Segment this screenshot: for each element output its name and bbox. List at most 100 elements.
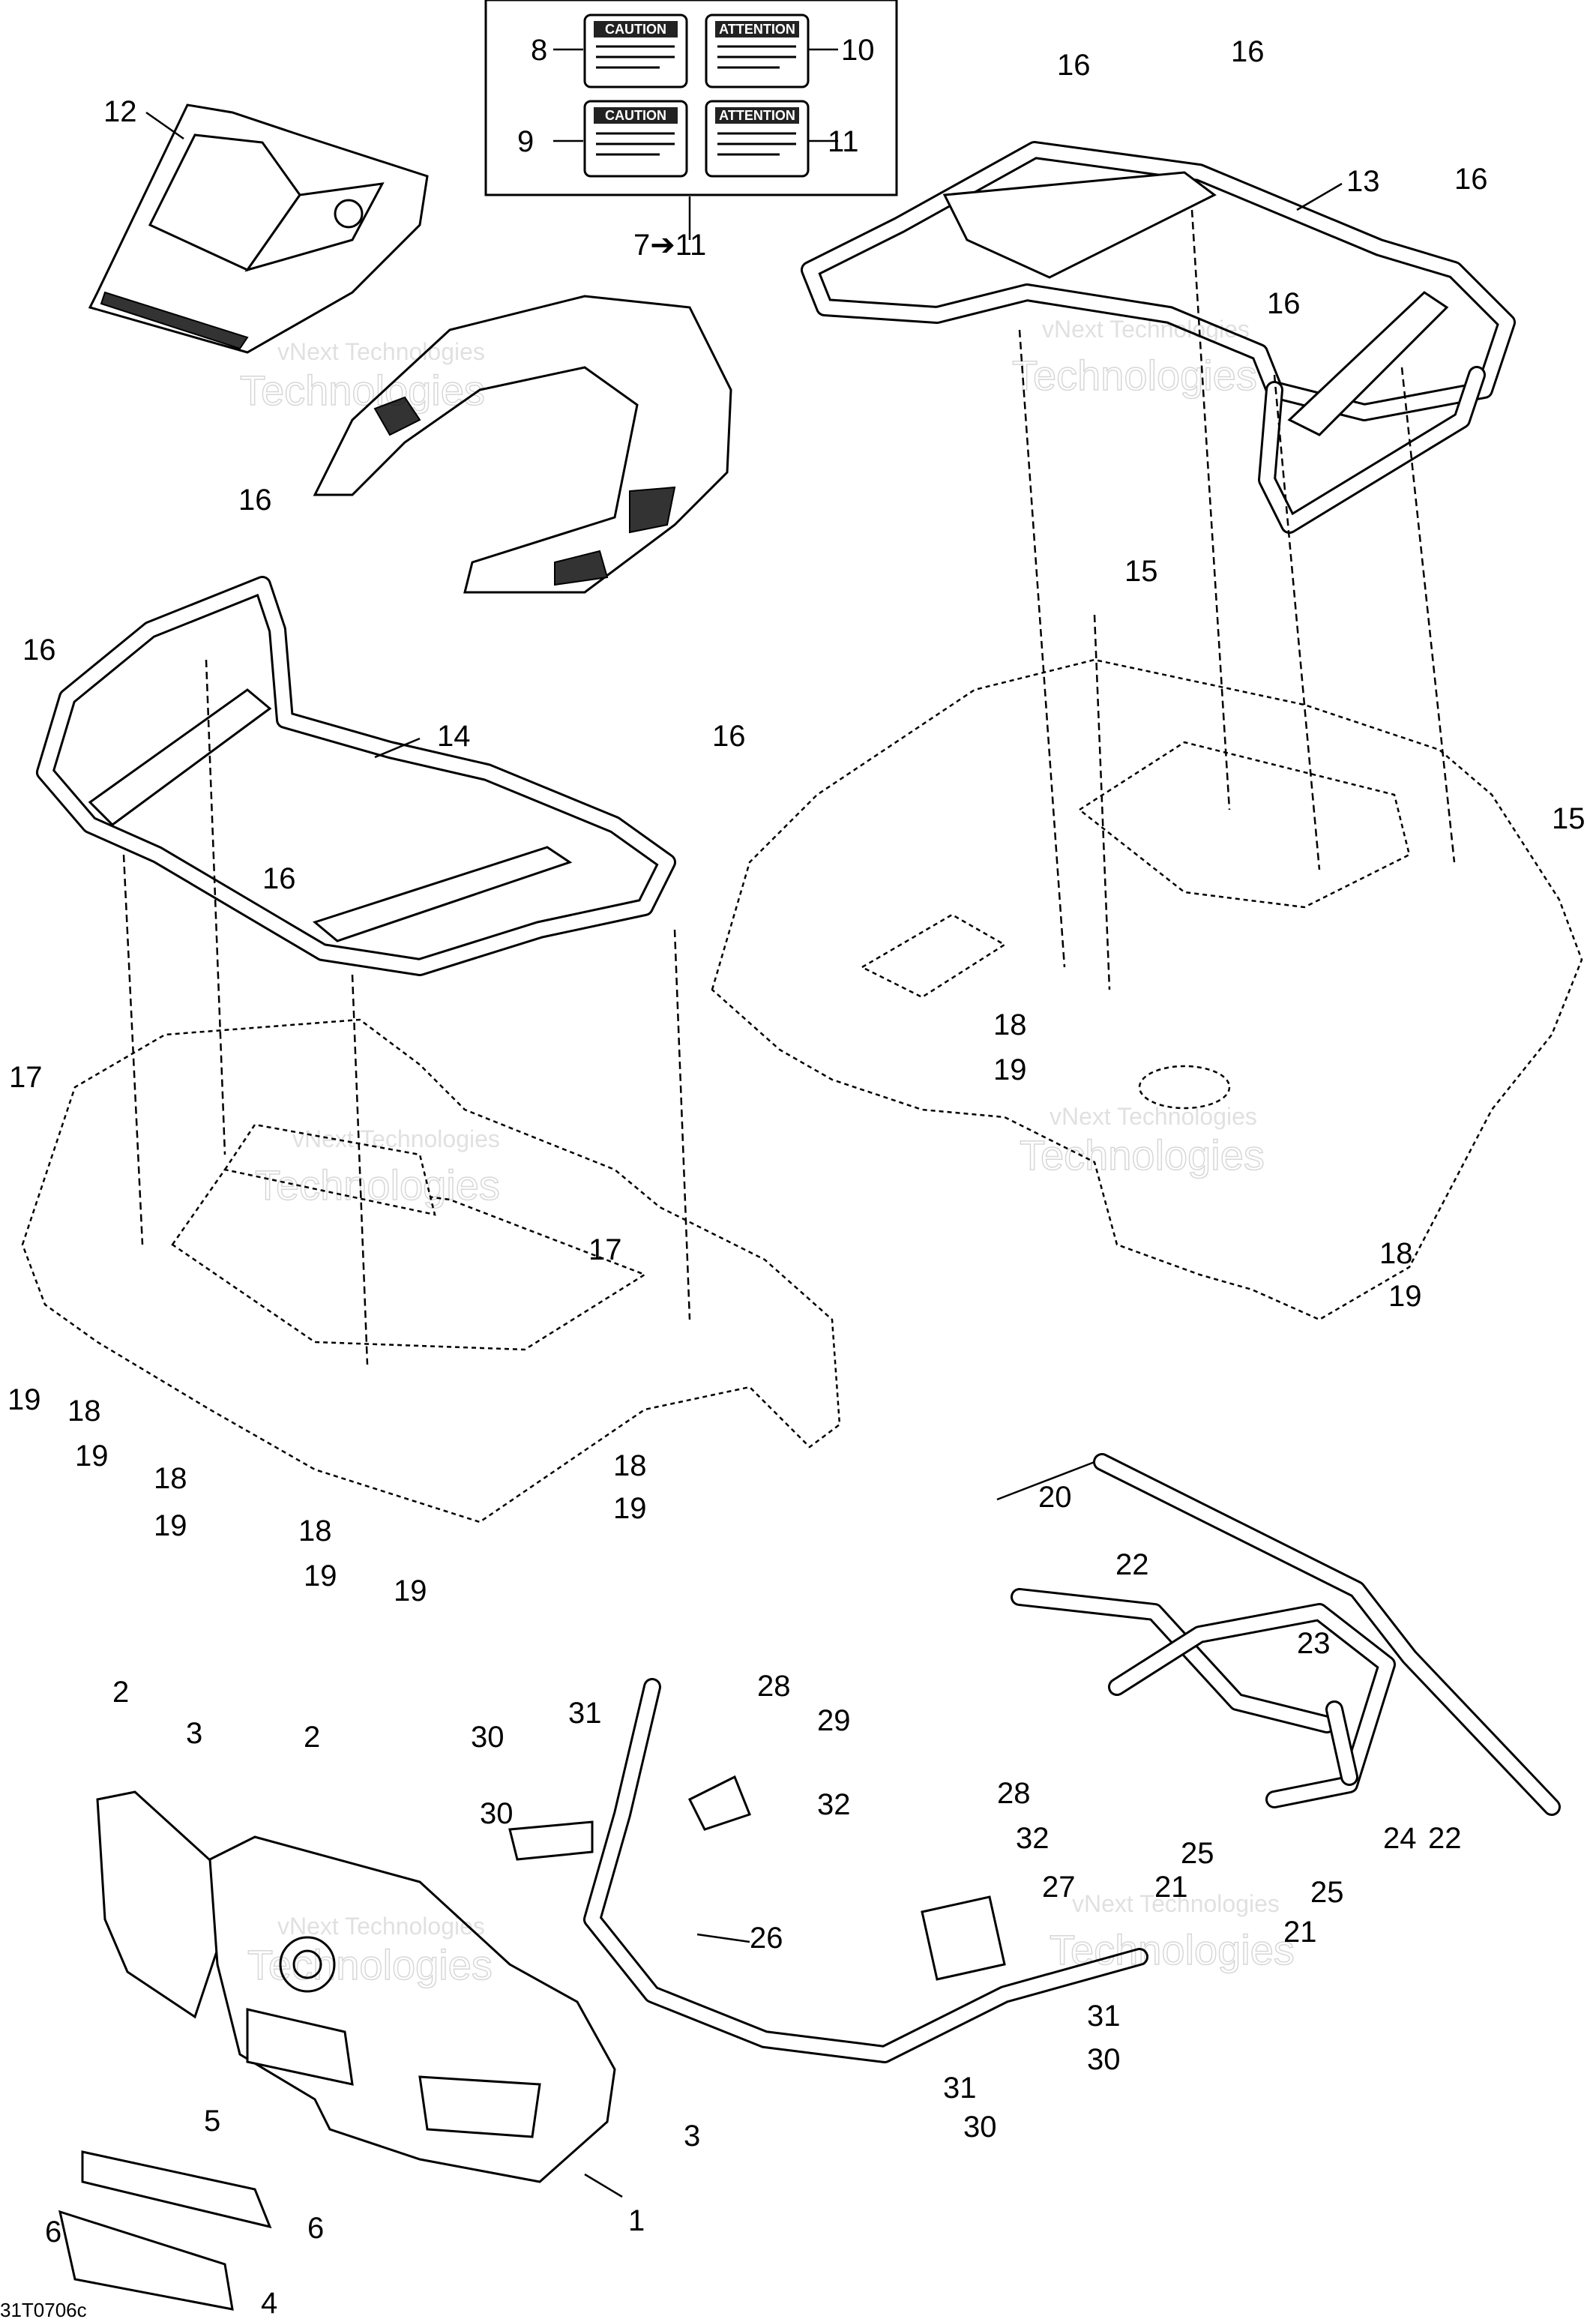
callout-4: 4 [261, 2287, 277, 2320]
callout-18: 18 [67, 1395, 101, 1428]
callout-13: 13 [1346, 165, 1380, 198]
callout-18: 18 [1379, 1237, 1413, 1270]
callout-30: 30 [471, 1721, 505, 1754]
callout-16: 16 [1231, 35, 1265, 68]
callout-1: 1 [628, 2204, 645, 2237]
caution-label-9: CAUTION [583, 100, 688, 178]
watermark-text: Technologies [1012, 352, 1257, 399]
callout-3: 3 [684, 2120, 700, 2153]
attention-text: ATTENTION [719, 22, 795, 37]
callout-19: 19 [154, 1509, 187, 1542]
callout-19: 19 [1388, 1280, 1422, 1313]
callout-6: 6 [45, 2216, 61, 2249]
assembly-lines [122, 209, 1456, 1365]
callout-5: 5 [204, 2105, 220, 2138]
watermark-text: Technologies [240, 367, 485, 414]
diagram-code: 31T0706c [0, 2299, 87, 2321]
callout-23: 23 [1297, 1627, 1331, 1660]
callout-19: 19 [304, 1559, 337, 1592]
watermark-text: Technologies [1020, 1131, 1265, 1179]
part-12-console-cover [88, 103, 429, 354]
callout-19: 19 [993, 1053, 1027, 1086]
grille-4 [58, 2210, 234, 2311]
callout-16: 16 [238, 484, 272, 517]
callout-18: 18 [298, 1515, 332, 1548]
grille-5 [81, 2150, 272, 2229]
callout-8: 8 [531, 34, 547, 67]
callout-6: 6 [307, 2212, 324, 2245]
callout-21: 21 [1283, 1916, 1317, 1949]
attention-text: ATTENTION [719, 108, 795, 123]
watermark-text: vNext Technologies [277, 1913, 485, 1940]
watermark-text: vNext Technologies [1072, 1890, 1280, 1917]
rear-frame [1011, 1453, 1561, 1816]
callout-19: 19 [75, 1440, 109, 1473]
callout-20: 20 [1038, 1481, 1072, 1514]
front-fender [21, 1018, 841, 1524]
callout-24: 24 [1383, 1822, 1417, 1855]
watermark-text: Technologies [1050, 1926, 1295, 1973]
callout-31: 31 [568, 1697, 602, 1730]
callout-9: 9 [517, 125, 534, 158]
callout-16: 16 [1454, 163, 1488, 196]
callout-11: 11 [828, 125, 859, 158]
callout-19: 19 [7, 1383, 41, 1416]
callout-18: 18 [154, 1462, 187, 1495]
callout-30: 30 [1087, 2043, 1121, 2076]
callout-21: 21 [1154, 1871, 1188, 1904]
watermark-text: vNext Technologies [1050, 1103, 1257, 1130]
callout-layer: 1 2 2 3 3 4 5 6 6 7➔11 8 9 10 11 12 13 1… [7, 34, 1586, 2320]
callout-26: 26 [750, 1922, 783, 1955]
watermark-text: vNext Technologies [277, 338, 485, 365]
front-grille-assembly [58, 1790, 616, 2311]
callout-28: 28 [757, 1670, 791, 1703]
callout-29: 29 [817, 1704, 851, 1737]
watermark-text: Technologies [247, 1941, 493, 1988]
caution-text: CAUTION [605, 108, 666, 123]
callout-22: 22 [1115, 1548, 1149, 1581]
callout-7-11: 7➔11 [633, 229, 706, 262]
callout-18: 18 [613, 1449, 647, 1482]
watermark-text: Technologies [255, 1161, 500, 1209]
attention-label-10: ATTENTION [705, 13, 810, 88]
callout-28: 28 [997, 1777, 1031, 1810]
callout-30: 30 [480, 1797, 514, 1830]
label-sheet: CAUTION ATTENTION CAUTION ATTENTION [484, 0, 898, 196]
callout-32: 32 [1016, 1822, 1050, 1855]
callout-32: 32 [817, 1788, 851, 1821]
callout-3: 3 [186, 1717, 202, 1750]
watermark-layer: vNext Technologies Technologies vNext Te… [239, 316, 1295, 1989]
callout-15: 15 [1552, 802, 1586, 835]
callout-2: 2 [304, 1721, 320, 1754]
callout-12: 12 [103, 95, 137, 128]
caution-text: CAUTION [605, 22, 666, 37]
callout-30: 30 [963, 2111, 997, 2144]
callout-19: 19 [613, 1492, 647, 1525]
leader-lines [145, 48, 1343, 2198]
callout-17: 17 [9, 1061, 43, 1094]
callout-15: 15 [1124, 555, 1158, 588]
caution-label-8: CAUTION [583, 13, 688, 88]
callout-16: 16 [1267, 287, 1301, 320]
callout-16: 16 [712, 720, 746, 753]
part-13-rear-rack [801, 141, 1516, 534]
callout-16: 16 [1057, 49, 1091, 82]
callout-25: 25 [1181, 1837, 1214, 1870]
front-bumper-frame [508, 1678, 1148, 2063]
watermark-text: vNext Technologies [292, 1125, 500, 1152]
callout-17: 17 [588, 1233, 622, 1266]
callout-16: 16 [262, 862, 296, 895]
watermark-text: vNext Technologies [1042, 316, 1250, 343]
callout-22: 22 [1428, 1822, 1462, 1855]
callout-31: 31 [943, 2072, 977, 2105]
callout-18: 18 [993, 1008, 1027, 1041]
part-7-front-cover [313, 295, 732, 594]
callout-19: 19 [394, 1574, 427, 1607]
callout-2: 2 [112, 1676, 129, 1709]
part-14-front-rack [36, 576, 676, 976]
callout-31: 31 [1087, 2000, 1121, 2033]
rear-fender [711, 658, 1583, 1321]
callout-14: 14 [437, 720, 471, 753]
callout-25: 25 [1310, 1876, 1344, 1909]
